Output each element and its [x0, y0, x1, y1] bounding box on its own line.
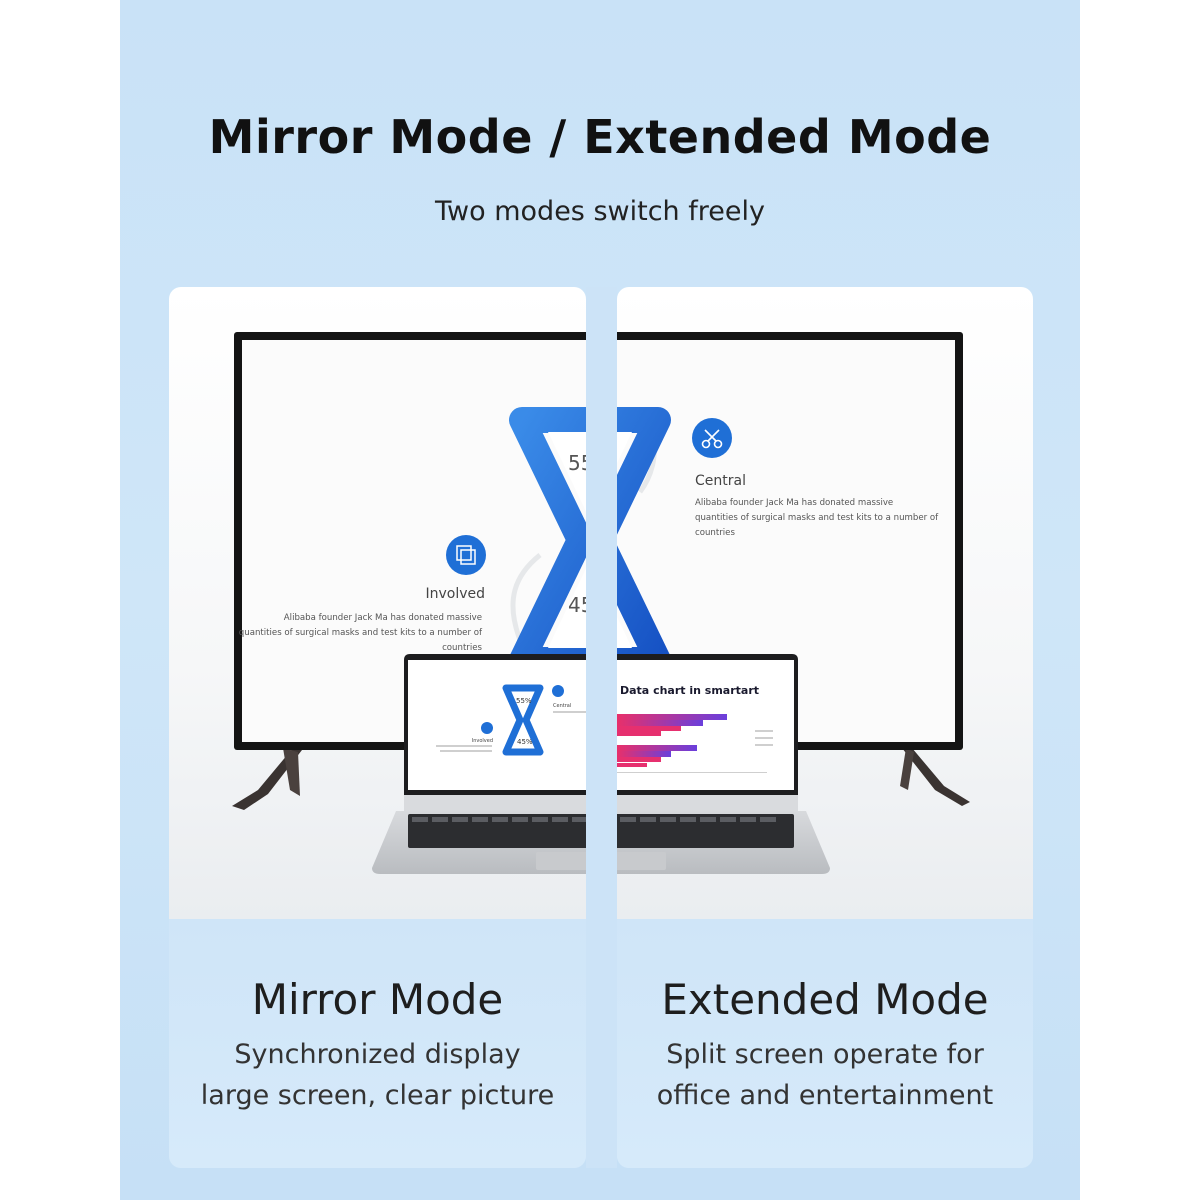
mirror-mode-panel: Mirror Mode Synchronized display large s…: [169, 287, 586, 1168]
extended-mode-title: Extended Mode: [661, 975, 989, 1024]
page-title: Mirror Mode / Extended Mode: [208, 110, 992, 164]
mirror-mode-line-2: large screen, clear picture: [200, 1080, 555, 1111]
mirror-mode-caption-area: [169, 919, 586, 1168]
extended-mode-photo: [617, 287, 1033, 919]
extended-mode-panel: Extended Mode Split screen operate for o…: [617, 287, 1033, 1168]
mirror-mode-line-1: Synchronized display: [234, 1039, 521, 1070]
extended-mode-line-2: office and entertainment: [656, 1080, 994, 1111]
extended-mode-caption-area: [617, 919, 1033, 1168]
page-subtitle: Two modes switch freely: [435, 196, 765, 227]
mirror-mode-title: Mirror Mode: [251, 975, 504, 1024]
extended-mode-line-1: Split screen operate for: [666, 1039, 984, 1070]
panel-divider: [586, 287, 617, 1168]
mirror-mode-photo: [169, 287, 586, 919]
